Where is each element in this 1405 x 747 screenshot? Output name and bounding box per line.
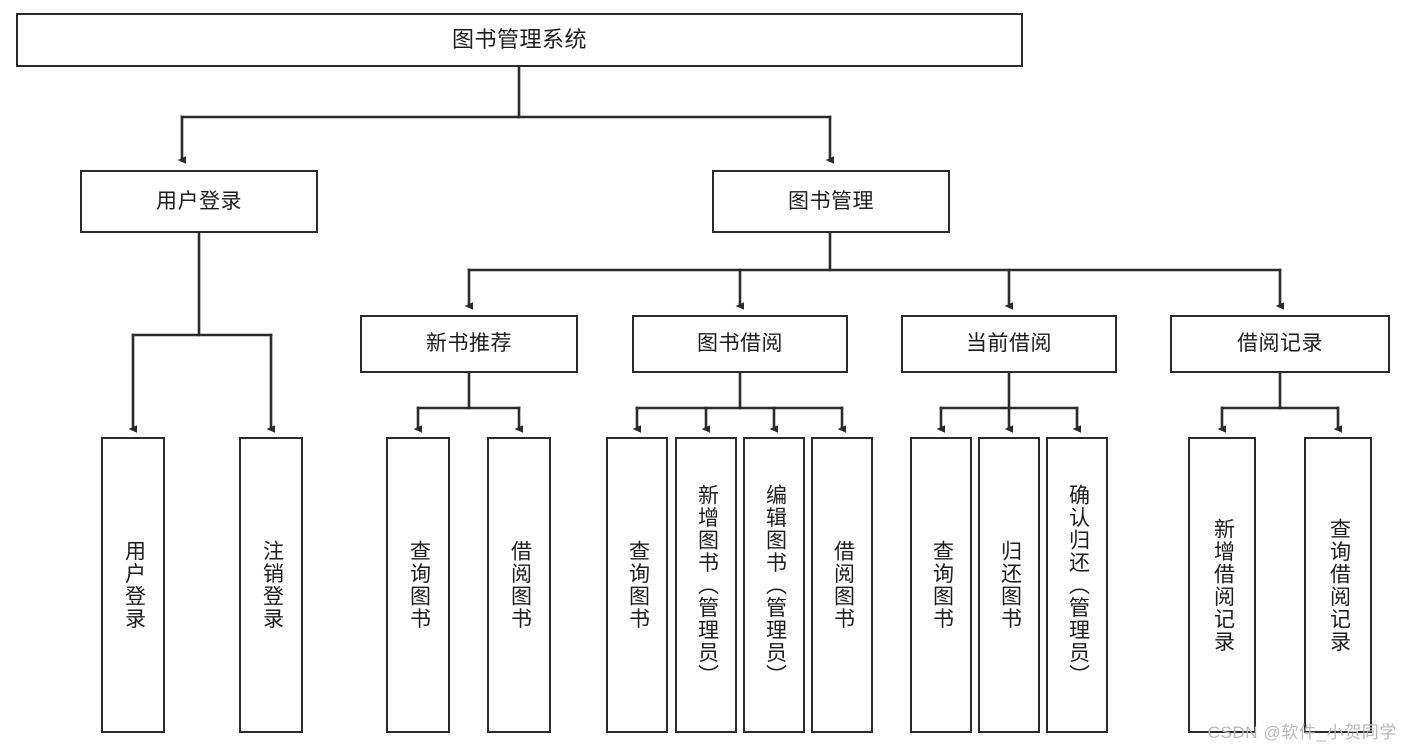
node-borrow-record[interactable]: 借阅记录 [1170, 315, 1390, 373]
node-leaf-current-borrow-query[interactable]: 查询图书 [910, 437, 972, 733]
node-root-label: 图书管理系统 [451, 26, 587, 52]
node-leaf-book-borrow-add[interactable]: 新增图书（管理员） [675, 437, 737, 733]
node-borrow-record-label: 借阅记录 [1237, 332, 1323, 356]
node-book-management-label: 图书管理 [788, 189, 874, 213]
node-leaf-label: 查询图书 [930, 540, 954, 630]
node-leaf-borrow-record-add[interactable]: 新增借阅记录 [1188, 437, 1256, 733]
node-leaf-book-borrow-borrow[interactable]: 借阅图书 [811, 437, 873, 733]
node-root-book-management-system[interactable]: 图书管理系统 [16, 13, 1023, 67]
csdn-watermark: CSDN @软件_小贺同学 [1207, 723, 1397, 742]
node-leaf-new-book-query[interactable]: 查询图书 [386, 437, 450, 733]
node-leaf-label: 借阅图书 [831, 540, 855, 630]
node-leaf-label: 注销登录 [260, 540, 284, 630]
node-book-borrow[interactable]: 图书借阅 [632, 315, 848, 373]
node-leaf-user-login-login[interactable]: 用户登录 [101, 437, 165, 733]
node-leaf-label: 借阅图书 [508, 540, 532, 630]
node-leaf-label: 查询借阅记录 [1327, 517, 1351, 653]
node-book-borrow-label: 图书借阅 [697, 332, 783, 356]
node-leaf-label: 查询图书 [407, 540, 431, 630]
node-leaf-label: 查询图书 [626, 540, 650, 630]
node-leaf-new-book-borrow[interactable]: 借阅图书 [487, 437, 551, 733]
node-leaf-borrow-record-query[interactable]: 查询借阅记录 [1304, 437, 1372, 733]
node-leaf-label: 用户登录 [122, 540, 146, 630]
node-user-login-label: 用户登录 [156, 189, 242, 213]
node-new-book-recommend-label: 新书推荐 [426, 332, 512, 356]
node-leaf-user-login-logout[interactable]: 注销登录 [239, 437, 303, 733]
node-leaf-label: 新增借阅记录 [1211, 517, 1235, 653]
node-new-book-recommend[interactable]: 新书推荐 [360, 315, 578, 373]
node-leaf-label: 新增图书（管理员） [695, 483, 719, 687]
node-current-borrow-label: 当前借阅 [966, 332, 1052, 356]
node-leaf-current-borrow-return[interactable]: 归还图书 [978, 437, 1040, 733]
node-leaf-label: 归还图书 [998, 540, 1022, 630]
node-current-borrow[interactable]: 当前借阅 [901, 315, 1117, 373]
node-leaf-book-borrow-query[interactable]: 查询图书 [606, 437, 668, 733]
node-leaf-label: 编辑图书（管理员） [763, 483, 787, 687]
node-leaf-book-borrow-edit[interactable]: 编辑图书（管理员） [743, 437, 805, 733]
node-user-login[interactable]: 用户登录 [80, 170, 318, 233]
node-book-management[interactable]: 图书管理 [712, 170, 950, 233]
node-leaf-label: 确认归还（管理员） [1066, 483, 1090, 687]
node-leaf-current-borrow-confirm-return[interactable]: 确认归还（管理员） [1046, 437, 1108, 733]
